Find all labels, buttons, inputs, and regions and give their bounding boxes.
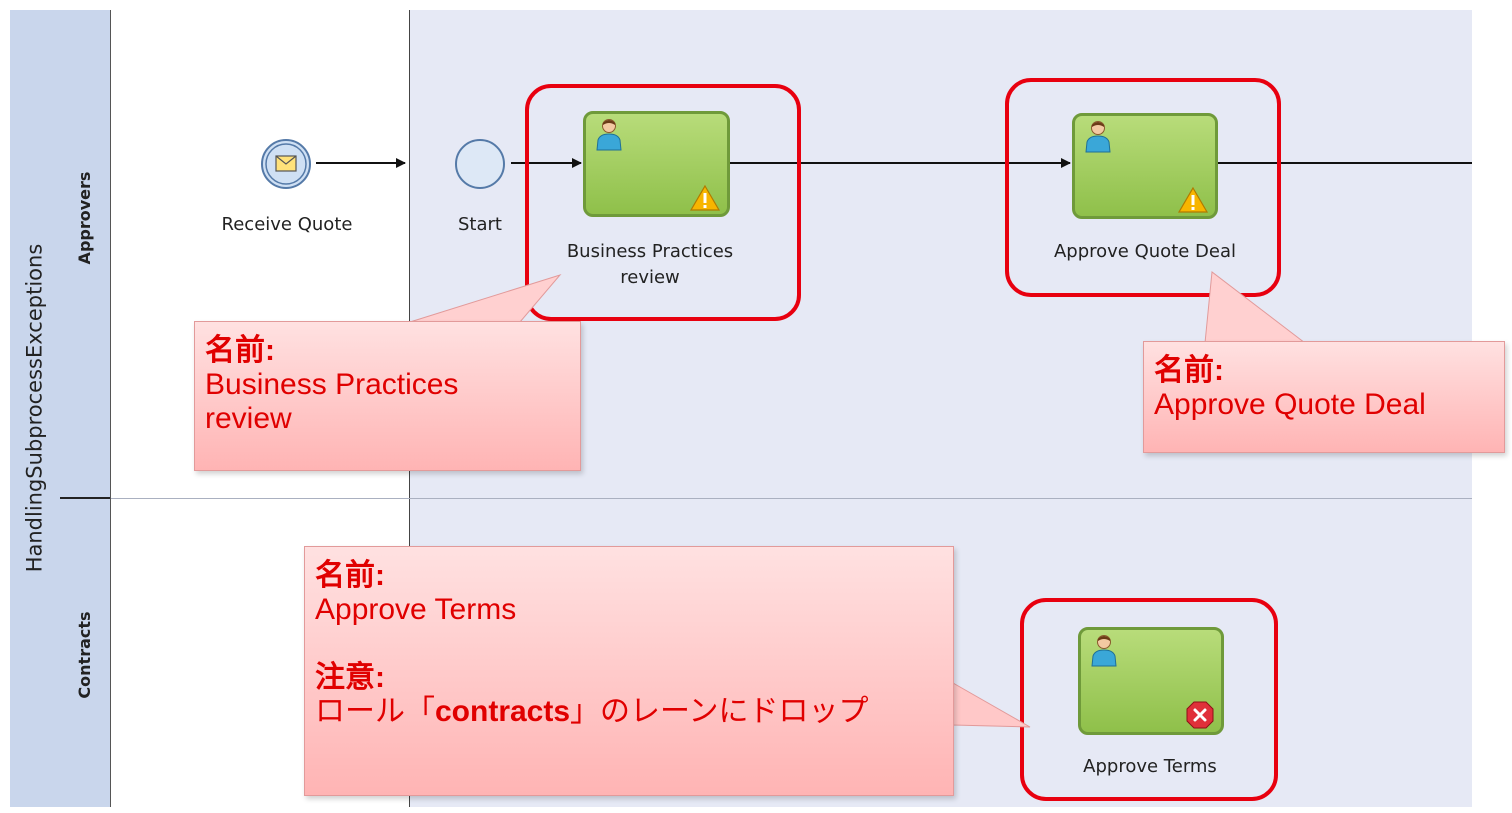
- callout-at-heading: 名前:: [315, 559, 385, 592]
- business-practices-label-line2: review: [620, 267, 680, 288]
- envelope-icon: [275, 155, 297, 172]
- callout-approve-terms: 名前: Approve Terms 注意: ロール「contracts」のレーン…: [304, 546, 954, 796]
- warning-icon: [689, 184, 721, 211]
- task-approve-terms[interactable]: [1078, 627, 1224, 735]
- task-business-practices-review[interactable]: [583, 111, 730, 217]
- lane-divider: [60, 497, 110, 499]
- callout-aqd-line1: Approve Quote Deal: [1154, 388, 1426, 421]
- callout-at-note-heading: 注意:: [315, 661, 385, 694]
- highlight-approve-quote-deal: [1005, 78, 1281, 297]
- lane-header-strip: [60, 10, 111, 807]
- callout-at-spacer: [315, 627, 943, 661]
- business-practices-label: Business Practices review: [530, 239, 770, 291]
- lane-boundary-line: [111, 498, 1472, 499]
- highlight-business-practices: [525, 84, 801, 321]
- callout-approve-quote-deal: 名前: Approve Quote Deal: [1143, 341, 1505, 453]
- receive-quote-label: Receive Quote: [221, 214, 353, 235]
- user-icon: [1091, 635, 1117, 667]
- callout-at-note: ロール「contracts」のレーンにドロップ: [315, 695, 943, 729]
- callout-bp-line1: Business Practices: [205, 368, 459, 401]
- start-event[interactable]: [448, 138, 512, 190]
- callout-bp-heading: 名前:: [205, 334, 275, 367]
- error-icon: [1186, 701, 1214, 729]
- business-practices-label-line1: Business Practices: [566, 241, 734, 262]
- approve-terms-label: Approve Terms: [1083, 756, 1217, 777]
- callout-business-practices: 名前: Business Practices review: [194, 321, 581, 471]
- task-approve-quote-deal[interactable]: [1072, 113, 1218, 219]
- start-label: Start: [458, 214, 502, 235]
- receive-quote-event[interactable]: [255, 138, 317, 190]
- user-icon: [596, 119, 622, 151]
- warning-icon: [1177, 186, 1209, 213]
- highlight-approve-terms: [1020, 598, 1278, 801]
- callout-at-note-role: contracts: [435, 695, 571, 728]
- callout-bp-line2: review: [205, 402, 292, 435]
- callout-at-note-suffix: 」のレーンにドロップ: [570, 695, 869, 728]
- callout-at-note-prefix: ロール「: [315, 695, 435, 728]
- callout-aqd-heading: 名前:: [1154, 354, 1224, 387]
- callout-at-line1: Approve Terms: [315, 593, 517, 626]
- user-icon: [1085, 121, 1111, 153]
- approve-quote-deal-label: Approve Quote Deal: [1053, 241, 1237, 262]
